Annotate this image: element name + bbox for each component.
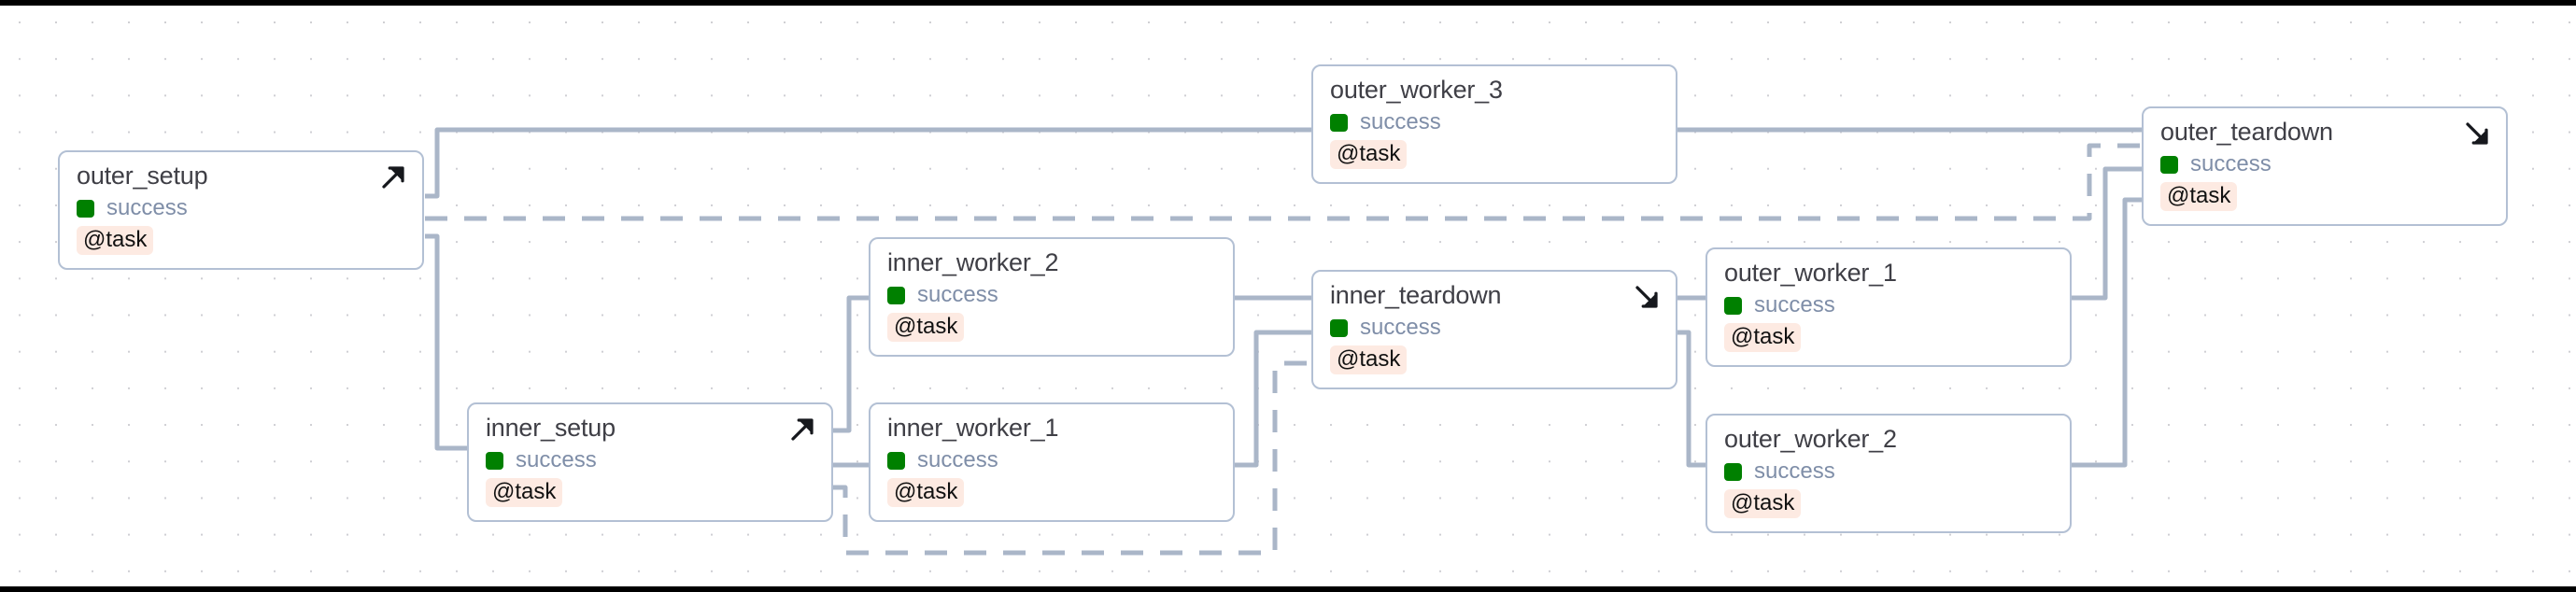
task-badge: @task — [2160, 182, 2238, 212]
node-outer_worker_3[interactable]: outer_worker_3 success @task — [1311, 64, 1677, 185]
status-label: success — [1754, 458, 1835, 484]
node-title: inner_setup — [486, 414, 616, 442]
node-title: outer_worker_2 — [1724, 425, 1897, 453]
status-success-dot — [486, 451, 503, 470]
node-inner_teardown[interactable]: inner_teardown success @task — [1311, 270, 1677, 390]
node-status-row: success — [1330, 110, 1659, 134]
node-status-row: success — [1330, 316, 1659, 340]
node-badge-row: @task — [887, 313, 1216, 343]
status-success-dot — [1724, 462, 1742, 481]
task-badge: @task — [1330, 345, 1408, 375]
status-label: success — [1360, 109, 1441, 134]
status-label: success — [516, 447, 597, 472]
edge-outer_worker_1-outer_teardown — [2072, 166, 2142, 301]
node-status-row: success — [2160, 152, 2489, 176]
status-success-dot — [2160, 155, 2178, 174]
task-badge: @task — [1330, 140, 1408, 170]
task-badge: @task — [1724, 489, 1802, 519]
node-status-row: success — [486, 448, 814, 472]
task-badge: @task — [887, 313, 965, 343]
edge-inner_teardown-outer_worker_2 — [1677, 330, 1706, 468]
status-label: success — [917, 282, 998, 307]
task-badge: @task — [1724, 323, 1802, 353]
node-outer_worker_1[interactable]: outer_worker_1 success @task — [1706, 247, 2072, 368]
edge-outer_setup-outer_teardown-dashed — [425, 143, 2142, 221]
node-inner_setup[interactable]: inner_setup success @task — [467, 402, 833, 523]
node-inner_worker_2[interactable]: inner_worker_2 success @task — [869, 237, 1235, 358]
node-title: inner_teardown — [1330, 281, 1502, 309]
node-badge-row: @task — [486, 478, 814, 508]
node-outer_teardown[interactable]: outer_teardown success @task — [2142, 106, 2508, 227]
status-label: success — [106, 195, 188, 220]
status-success-dot — [887, 286, 905, 304]
node-badge-row: @task — [77, 226, 405, 256]
node-outer_worker_2[interactable]: outer_worker_2 success @task — [1706, 414, 2072, 534]
status-success-dot — [1330, 318, 1348, 337]
edge-inner_setup-inner_worker_2 — [833, 295, 869, 433]
node-title: outer_worker_1 — [1724, 259, 1897, 287]
node-badge-row: @task — [1330, 345, 1659, 375]
edge-inner_worker_1-inner_teardown — [1235, 330, 1311, 468]
node-status-row: success — [887, 283, 1216, 307]
node-status-row: success — [1724, 293, 2053, 317]
node-outer_setup[interactable]: outer_setup success @task — [58, 150, 424, 271]
status-label: success — [1754, 292, 1835, 317]
node-status-row: success — [77, 196, 405, 220]
node-title: outer_setup — [77, 162, 208, 190]
task-badge: @task — [77, 226, 154, 256]
status-success-dot — [1330, 113, 1348, 132]
setup-arrow-up-right-icon — [788, 416, 816, 444]
node-badge-row: @task — [887, 478, 1216, 508]
teardown-arrow-down-right-icon — [2463, 120, 2491, 148]
node-status-row: success — [1724, 459, 2053, 484]
node-inner_worker_1[interactable]: inner_worker_1 success @task — [869, 402, 1235, 523]
status-success-dot — [77, 199, 94, 218]
status-success-dot — [887, 451, 905, 470]
node-title: outer_teardown — [2160, 118, 2333, 146]
node-badge-row: @task — [1724, 489, 2053, 519]
edge-outer_setup-outer_worker_3 — [425, 127, 1311, 199]
node-badge-row: @task — [2160, 182, 2489, 212]
node-badge-row: @task — [1724, 323, 2053, 353]
teardown-arrow-down-right-icon — [1633, 283, 1661, 311]
node-title: inner_worker_2 — [887, 248, 1059, 276]
task-badge: @task — [486, 478, 563, 508]
edge-layer — [425, 127, 2142, 556]
status-label: success — [1360, 315, 1441, 340]
edge-outer_setup-inner_setup — [425, 233, 467, 451]
node-status-row: success — [887, 448, 1216, 472]
task-badge: @task — [887, 478, 965, 508]
node-badge-row: @task — [1330, 140, 1659, 170]
edge-outer_worker_2-outer_teardown — [2072, 197, 2142, 468]
status-success-dot — [1724, 296, 1742, 315]
node-title: inner_worker_1 — [887, 414, 1059, 442]
status-label: success — [2190, 151, 2272, 176]
status-label: success — [917, 447, 998, 472]
node-title: outer_worker_3 — [1330, 76, 1503, 104]
setup-arrow-up-right-icon — [379, 163, 407, 191]
